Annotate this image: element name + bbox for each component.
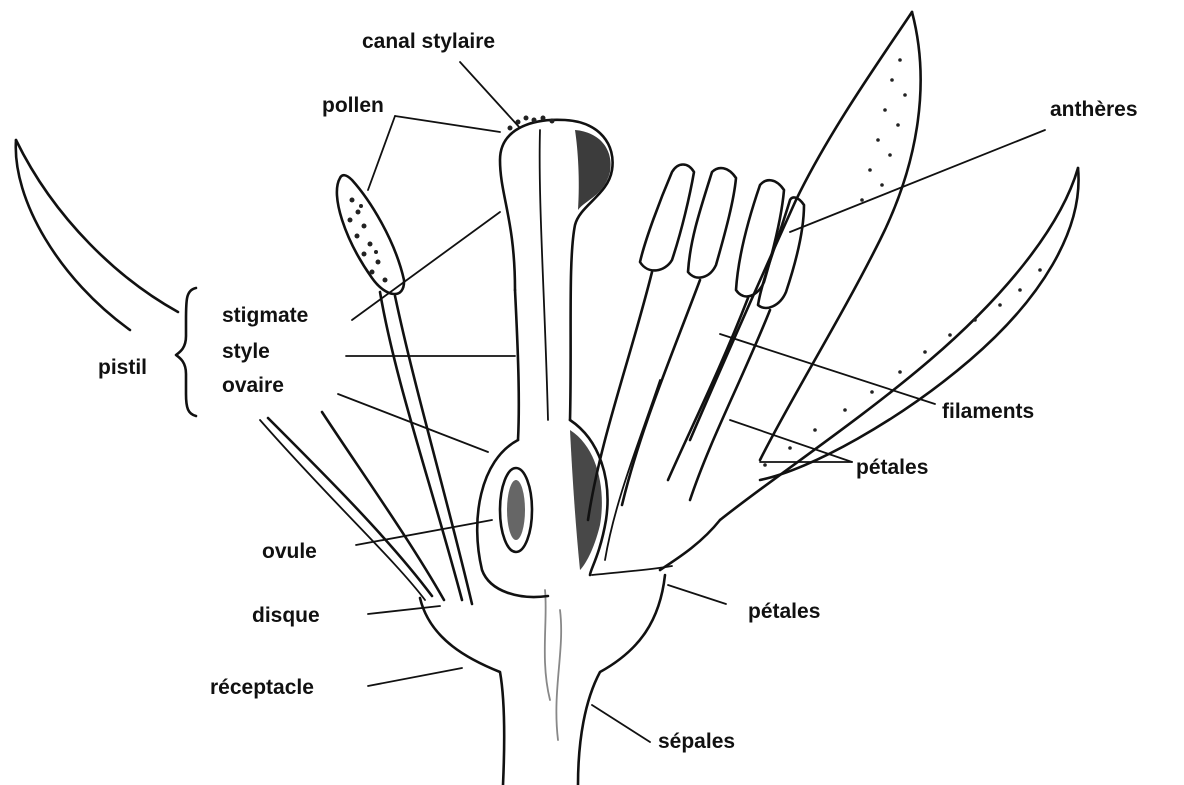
label-disque: disque (252, 604, 320, 627)
label-receptacle: réceptacle (210, 676, 314, 699)
label-petales-upper: pétales (856, 456, 928, 479)
label-filaments: filaments (942, 400, 1034, 423)
label-ovule: ovule (262, 540, 317, 563)
label-petales-lower: pétales (748, 600, 820, 623)
label-sepales: sépales (658, 730, 735, 753)
label-ovaire: ovaire (222, 374, 284, 397)
label-stigmate: stigmate (222, 304, 308, 327)
right-petals (660, 12, 1079, 570)
label-pollen: pollen (322, 94, 384, 117)
receptacle (420, 566, 672, 785)
left-stamen (337, 175, 472, 604)
label-antheres: anthères (1050, 98, 1138, 121)
petal-fragment-left (16, 140, 178, 330)
label-canal-stylaire: canal stylaire (362, 30, 495, 53)
label-pistil: pistil (98, 356, 147, 379)
ovule (500, 468, 532, 552)
right-stamens (588, 165, 804, 561)
label-style: style (222, 340, 270, 363)
pistil-brace (176, 288, 196, 416)
